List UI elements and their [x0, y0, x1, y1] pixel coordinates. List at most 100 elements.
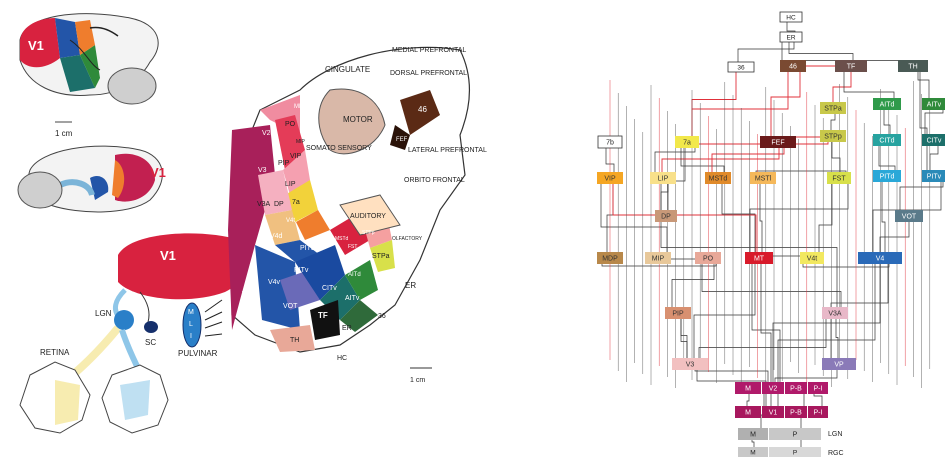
connection-VP-V4	[830, 258, 889, 364]
area-box-v3: V3	[672, 358, 708, 370]
region-vp: VP	[242, 291, 252, 298]
region-er-lower: ER	[342, 325, 352, 332]
lateral-brain-view: V1 1 cm	[19, 13, 159, 138]
connection-AITv-TH	[917, 66, 930, 104]
area-box-label: AITd	[880, 102, 895, 109]
area-box-label: MT	[754, 256, 765, 263]
connection-V3-V3A	[698, 313, 827, 364]
area-box-rect	[822, 358, 856, 370]
area-box-v2pi: P-I	[808, 382, 828, 394]
connection-MT-FST	[749, 178, 849, 258]
region-vot: VOT	[283, 303, 298, 310]
pulvinar-l: L	[189, 321, 193, 328]
area-box-rgcm: M	[738, 447, 768, 457]
region-stpp: STPp	[362, 230, 375, 236]
area-box-rect	[672, 358, 708, 370]
area-box-lgnp: P	[769, 428, 821, 440]
area-box-mstl: MSTl	[750, 172, 776, 184]
area-box-rect	[858, 252, 902, 264]
connection-VP-V3A	[835, 313, 839, 364]
connection-V4t-FST	[818, 178, 833, 258]
area-box-label: CITv	[927, 138, 942, 145]
cortical-flatmap: CINGULATE MEDIAL PREFRONTAL DORSAL PREFR…	[228, 46, 487, 384]
area-box-rect	[800, 252, 824, 264]
area-box-rect	[898, 60, 928, 72]
area-box-rect	[750, 172, 776, 184]
region-fst: FST	[348, 244, 357, 250]
region-tf: TF	[318, 311, 328, 320]
area-box-rect	[922, 134, 945, 146]
area-box-v1: V1	[762, 406, 784, 418]
connection-MT-VIP	[612, 178, 757, 258]
sc-pathway-label: SC	[145, 338, 156, 347]
connection-V4-PITd	[881, 176, 886, 258]
region-mdp: MDP	[294, 104, 307, 110]
area-box-label: V3	[686, 362, 695, 369]
area-box-th: TH	[898, 60, 928, 72]
region-stpa: STPa	[372, 253, 390, 260]
area-box-rect	[665, 307, 691, 319]
area-box-mdp: MDP	[597, 252, 623, 264]
region-cingulate: CINGULATE	[325, 65, 370, 74]
area-box-label: MSTl	[755, 176, 772, 183]
area-box-rect	[822, 307, 848, 319]
area-box-label: TH	[908, 64, 917, 71]
region-th: TH	[290, 337, 299, 344]
area-box-rect	[769, 428, 821, 440]
area-box-label: MDP	[602, 256, 618, 263]
region-medial-prefrontal: MEDIAL PREFRONTAL	[392, 47, 466, 54]
region-mst: MSTd	[335, 236, 349, 242]
area-box-mip: MIP	[645, 252, 671, 264]
connection-V1-V3	[696, 364, 767, 412]
region-7a: 7a	[292, 199, 300, 206]
pulvinar-label: PULVINAR	[178, 349, 218, 358]
region-v3: V3	[258, 167, 267, 174]
region-dp: DP	[274, 201, 284, 208]
area-box-lgnm: M	[738, 428, 768, 440]
visual-pathway: V1 M L I LGN SC PULVINAR RETINA	[19, 233, 249, 434]
area-box-label: V4	[876, 256, 885, 263]
area-box-rect	[895, 210, 923, 222]
area-box-rect	[762, 382, 784, 394]
area-box-v3a: V3A	[822, 307, 848, 319]
connection-V2-V4	[772, 258, 881, 388]
area-box-rect	[738, 447, 768, 457]
region-lip: LIP	[285, 181, 296, 188]
area-box-citv: CITv	[922, 134, 945, 146]
area-box-label: VOT	[902, 214, 917, 221]
area-box-rect	[820, 130, 846, 142]
area-box-rect	[675, 136, 699, 148]
area-box-v2pb: P-B	[785, 382, 807, 394]
connection-STPa-TF	[832, 66, 852, 108]
area-box-label: FST	[832, 176, 846, 183]
area-box-v1m: M	[735, 406, 761, 418]
area-box-label: PITd	[880, 174, 895, 181]
region-vip: VIP	[290, 153, 302, 160]
area-box-rect	[827, 172, 851, 184]
connection-MIP-VIP	[600, 178, 668, 258]
medial-brain-view: V1	[17, 145, 166, 213]
v1-label-medial: V1	[150, 165, 166, 180]
area-box-label: MIP	[652, 256, 665, 263]
area-box-citd: CITd	[873, 134, 901, 146]
area-box-label: P	[793, 432, 798, 439]
area-box-rect	[873, 98, 901, 110]
connection-V3-MT	[693, 258, 756, 364]
area-box-rect	[808, 382, 828, 394]
region-aitv: AITv	[345, 295, 360, 302]
area-box-stpp: STPp	[820, 130, 846, 142]
area-box-label: ER	[786, 35, 795, 42]
area-box-7a: 7a	[675, 136, 699, 148]
region-v2v: V2v	[243, 319, 256, 326]
area-box-pitd: PITd	[873, 170, 901, 182]
connection-LIP-FEF	[661, 142, 780, 178]
area-box-rect	[762, 406, 784, 418]
area-box-rect	[738, 428, 768, 440]
area-box-hc: HC	[779, 11, 803, 23]
lgn-pathway-label: LGN	[95, 309, 112, 318]
area-box-label: P-B	[790, 386, 802, 393]
scale-label-flatmap: 1 cm	[410, 377, 425, 384]
area-box-rect	[785, 406, 807, 418]
